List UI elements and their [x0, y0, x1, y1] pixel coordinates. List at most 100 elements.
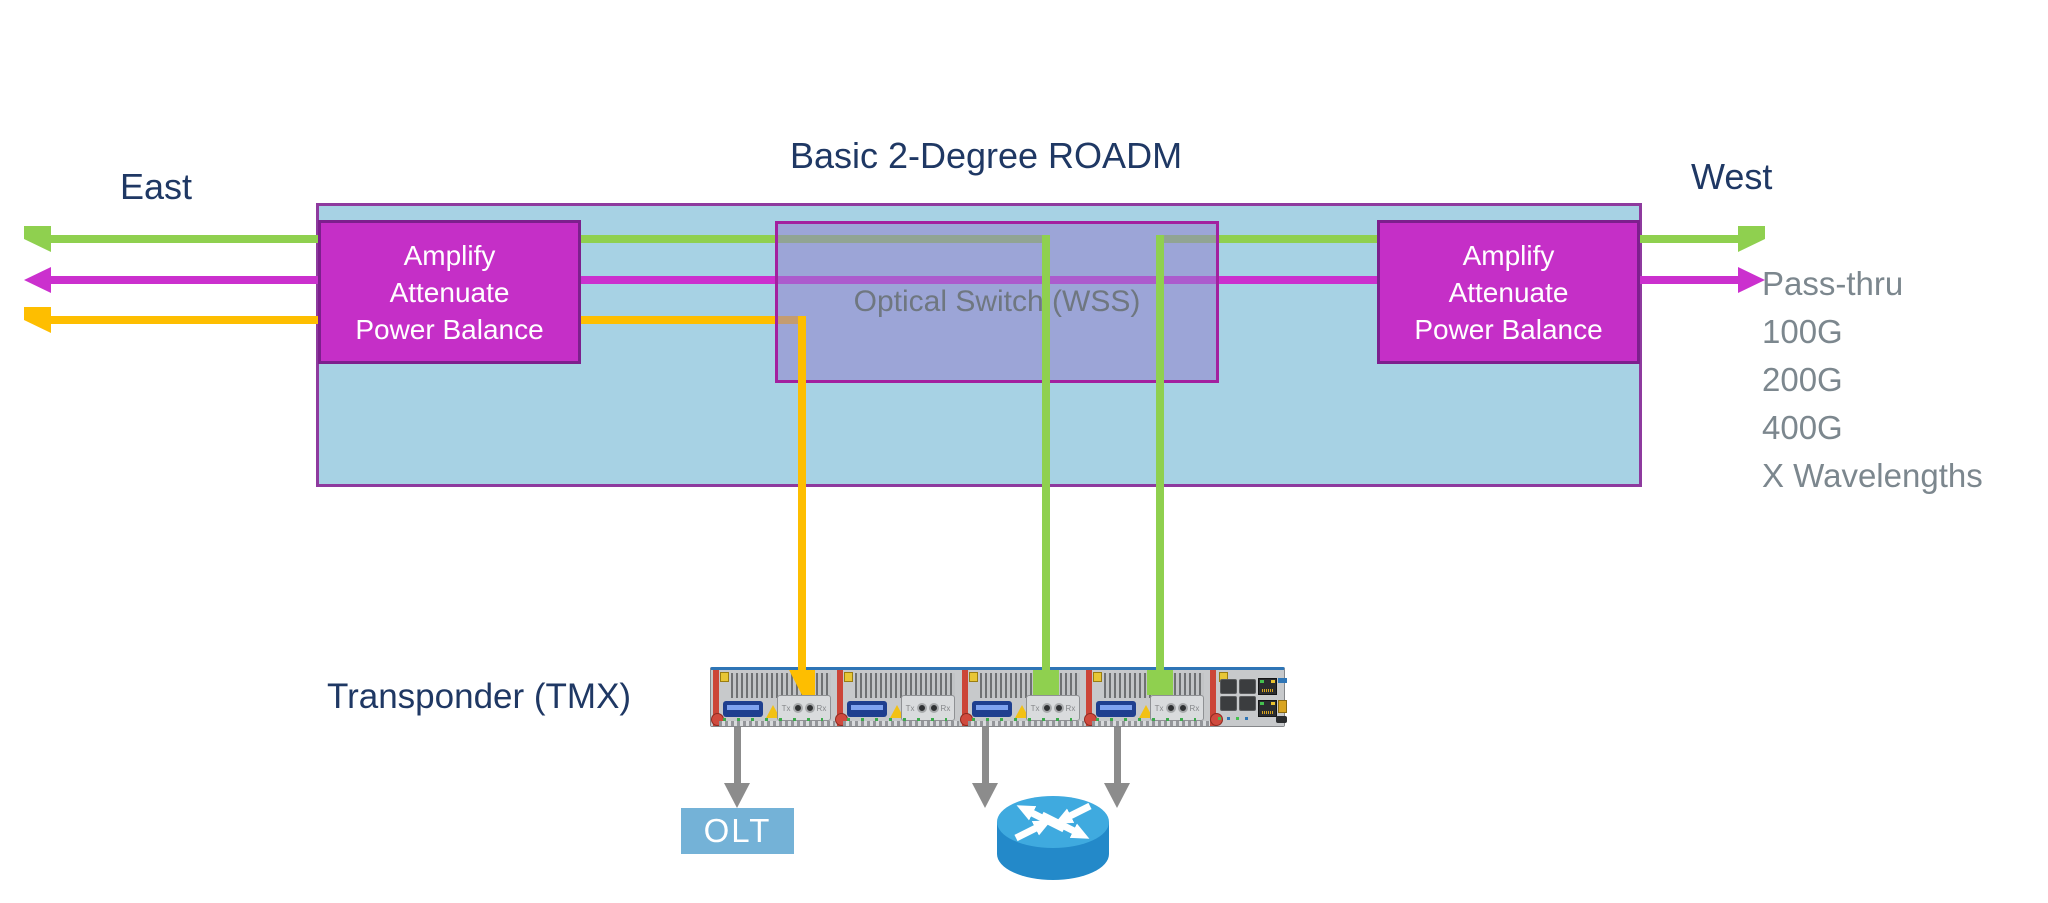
tx-port-label: Tx	[905, 703, 915, 713]
client-connector	[1096, 701, 1136, 717]
fiber-port-icon	[1041, 703, 1052, 713]
fiber-port-icon	[1053, 703, 1064, 713]
card-latch	[713, 670, 719, 726]
warning-triangle-icon	[766, 705, 780, 718]
esd-warning-icon	[1093, 672, 1102, 682]
card-latch	[1210, 670, 1216, 726]
warning-triangle-icon	[890, 705, 904, 718]
sfp-cage	[1220, 696, 1237, 711]
olt-node-box: OLT	[681, 808, 794, 854]
client-connector	[847, 701, 887, 717]
fiber-port-icon	[804, 703, 815, 713]
passthru-item: 400G	[1762, 409, 1843, 446]
fiber-port-icon	[928, 703, 939, 713]
transponder-card-3: Tx Rx	[960, 670, 1084, 726]
fiber-port-icon	[1165, 703, 1176, 713]
transponder-label: Transponder (TMX)	[327, 677, 632, 716]
client-drop-line-2	[982, 727, 989, 783]
passthru-item: X Wavelengths	[1762, 457, 1983, 494]
passthru-wavelength-list: Pass-thru 100G 200G 400G X Wavelengths	[1762, 260, 1983, 500]
green-arrowhead-east	[24, 226, 51, 252]
rx-port-label: Rx	[1065, 703, 1076, 713]
status-leds	[847, 718, 947, 721]
diagram-title: Basic 2-Degree ROADM	[789, 135, 1183, 176]
card-bottom-edge	[968, 721, 1084, 726]
olt-label: OLT	[703, 812, 772, 849]
amplifier-line-1: Amplify	[403, 239, 496, 271]
sfp-cage	[1239, 679, 1256, 694]
amplifier-line-3: Power Balance	[355, 313, 544, 345]
client-drop-line-3	[1114, 727, 1121, 783]
west-label: West	[1691, 156, 1773, 197]
fiber-port-icon	[916, 703, 927, 713]
warning-triangle-icon	[1139, 705, 1153, 718]
card-bottom-edge	[1092, 721, 1210, 726]
magenta-arrowhead-east	[24, 267, 51, 293]
east-label: East	[120, 166, 193, 207]
tx-port-label: Tx	[1154, 703, 1164, 713]
passthru-item: Pass-thru	[1762, 265, 1904, 302]
console-connector	[1278, 700, 1287, 713]
ethernet-port	[1258, 678, 1277, 695]
magenta-arrowhead-west	[1738, 267, 1765, 293]
amplifier-line-2: Attenuate	[389, 276, 510, 308]
card-bottom-edge	[843, 721, 959, 726]
passthru-item: 100G	[1762, 313, 1843, 350]
esd-warning-icon	[969, 672, 978, 682]
rx-port-label: Rx	[1189, 703, 1200, 713]
rx-port-label: Rx	[940, 703, 951, 713]
brand-label	[1278, 678, 1287, 683]
amplifier-line-2: Attenuate	[1448, 276, 1569, 308]
card-latch	[962, 670, 968, 726]
client-connector	[723, 701, 763, 717]
esd-warning-icon	[844, 672, 853, 682]
card-bottom-edge	[719, 721, 835, 726]
green-drop-line-1	[1042, 235, 1050, 672]
vent-slats	[855, 673, 955, 698]
esd-warning-icon	[720, 672, 729, 682]
line-port-module: Tx Rx	[1150, 695, 1204, 721]
optical-switch-label: Optical Switch (WSS)	[853, 285, 1141, 318]
line-port-module: Tx Rx	[901, 695, 955, 721]
controller-module	[1210, 670, 1287, 726]
line-port-module: Tx Rx	[1026, 695, 1080, 721]
amplifier-west-box: Amplify Attenuate Power Balance	[1377, 220, 1640, 364]
client-drop-line-1	[734, 727, 741, 783]
fiber-port-icon	[1177, 703, 1188, 713]
rx-port-label: Rx	[816, 703, 827, 713]
tx-port-label: Tx	[1030, 703, 1040, 713]
vent-slats	[980, 673, 1080, 698]
card-latch	[1086, 670, 1092, 726]
transponder-card-1: Tx Rx	[711, 670, 835, 726]
client-connector	[972, 701, 1012, 717]
orange-arrowhead-down	[789, 670, 815, 695]
controller-leds	[1218, 717, 1254, 720]
sfp-cage	[1239, 696, 1256, 711]
tx-port-label: Tx	[781, 703, 791, 713]
green-arrowhead-down-2	[1147, 670, 1173, 695]
amplifier-east-box: Amplify Attenuate Power Balance	[318, 220, 581, 364]
gray-arrowhead-2	[972, 783, 998, 808]
amplifier-line-1: Amplify	[1462, 239, 1555, 271]
router-icon	[997, 796, 1109, 880]
green-drop-line-2	[1156, 235, 1164, 672]
optical-switch-wss-box: Optical Switch (WSS)	[775, 221, 1219, 383]
gray-arrowhead-1	[724, 783, 750, 808]
fiber-port-icon	[792, 703, 803, 713]
green-arrowhead-down-1	[1033, 670, 1059, 695]
status-leds	[723, 718, 823, 721]
card-latch	[837, 670, 843, 726]
amplifier-line-3: Power Balance	[1414, 313, 1603, 345]
gray-arrowhead-3	[1104, 783, 1130, 808]
warning-triangle-icon	[1015, 705, 1029, 718]
usb-port	[1276, 716, 1287, 723]
ethernet-port	[1258, 700, 1277, 717]
orange-arrowhead-east	[24, 307, 51, 333]
sfp-cage	[1220, 679, 1237, 694]
transponder-card-2: Tx Rx	[835, 670, 959, 726]
status-leds	[1096, 718, 1196, 721]
green-arrowhead-west	[1738, 226, 1765, 252]
orange-drop-line	[798, 316, 806, 672]
transponder-card-4: Tx Rx	[1084, 670, 1210, 726]
